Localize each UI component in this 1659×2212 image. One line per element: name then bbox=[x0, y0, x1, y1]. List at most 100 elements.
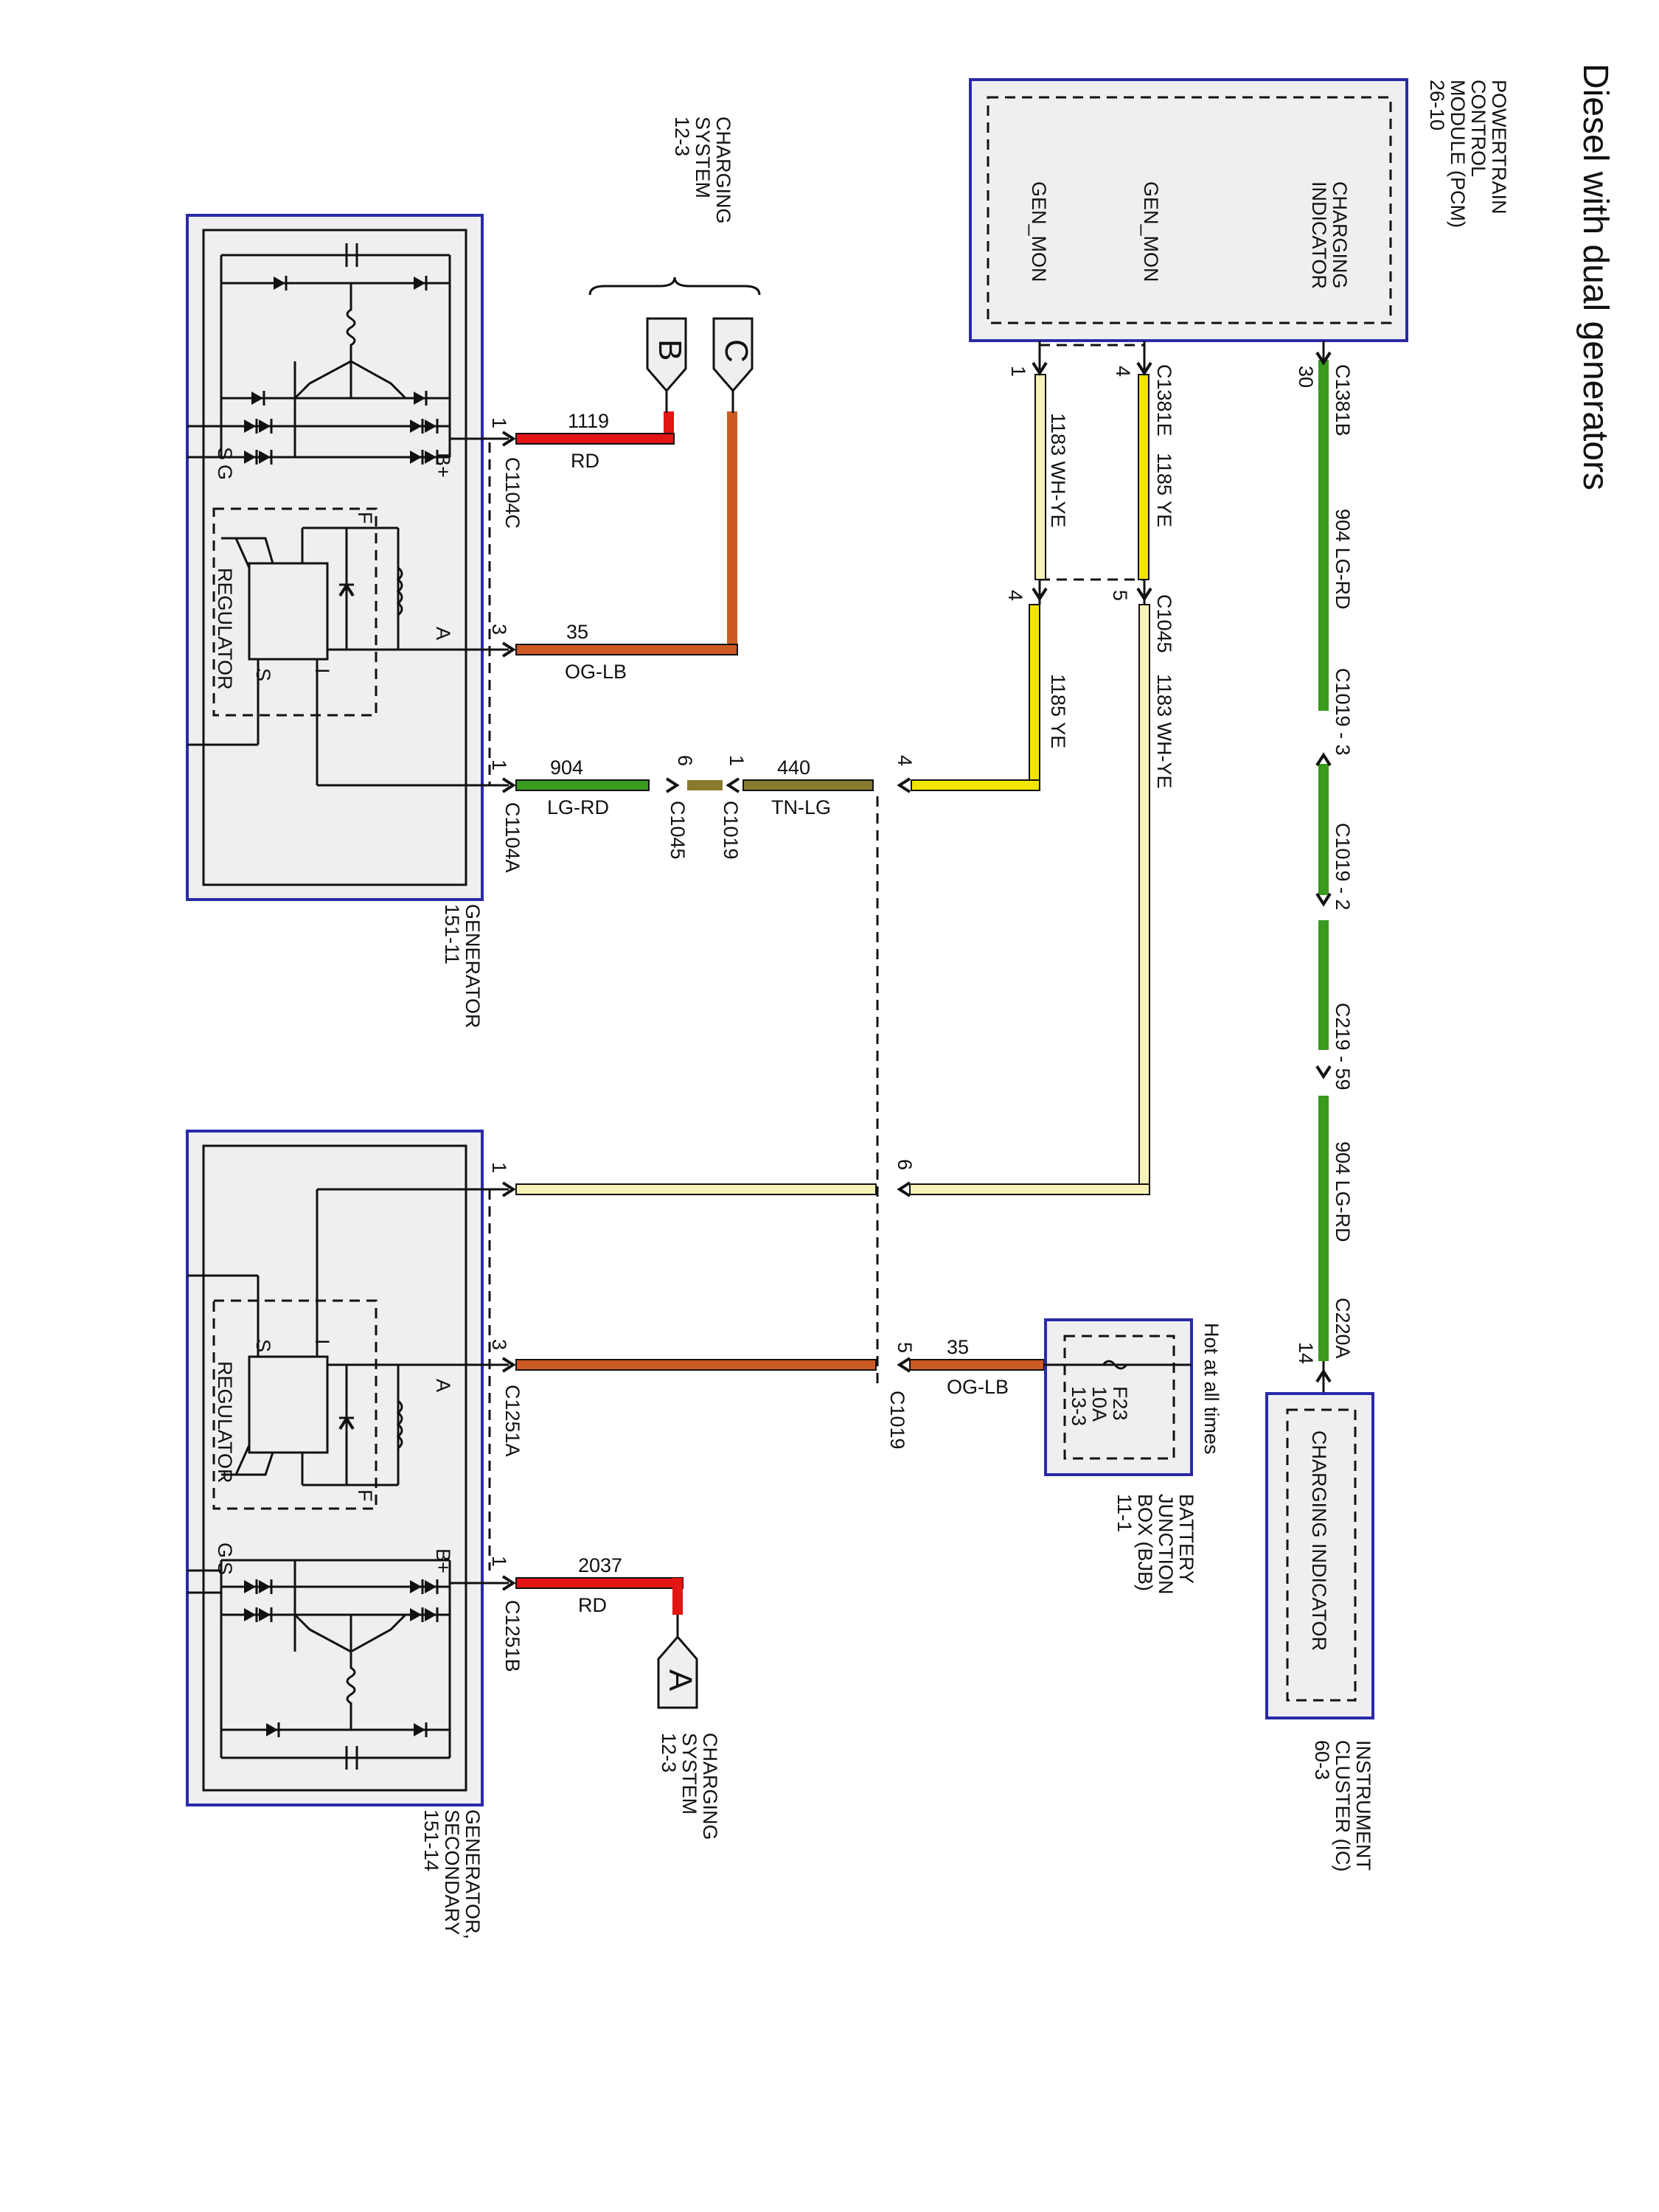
charging-system-top: B C CHARGING SYSTEM 12-3 bbox=[588, 116, 761, 413]
wire-label-1119-color: RD bbox=[571, 450, 599, 472]
pin-1: 1 bbox=[1007, 366, 1029, 377]
wire-label-35-color: OG-LB bbox=[565, 661, 627, 683]
cluster-name-3: 60-3 bbox=[1311, 1740, 1333, 1780]
generator-primary: REGULATOR B+ S G A S I F GENERATOR 151-1… bbox=[186, 214, 509, 1029]
gen2-terminal-g: G bbox=[214, 1543, 236, 1558]
gen1-terminal-a: A bbox=[432, 627, 454, 640]
gen2-pin-1b: 1 bbox=[488, 1556, 510, 1567]
wire-label-904-top: 904 LG-RD bbox=[1332, 509, 1354, 610]
connector-c1251b: C1251B bbox=[501, 1600, 524, 1672]
pcm-name-2: CONTROL bbox=[1467, 80, 1489, 177]
instrument-cluster: CHARGING INDICATOR INSTRUMENT CLUSTER (I… bbox=[1265, 1392, 1374, 1872]
connector-c1381b: C1381B bbox=[1332, 364, 1354, 437]
pcm-name-1: POWERTRAIN bbox=[1488, 80, 1510, 215]
bjb-fuse-3: 13-3 bbox=[1068, 1386, 1090, 1426]
wire-904-charging-indicator bbox=[1318, 360, 1329, 1361]
wire-label-904-bottom: 904 LG-RD bbox=[1332, 1141, 1354, 1242]
cluster-name-2: CLUSTER (IC) bbox=[1332, 1740, 1354, 1872]
connector-c1104a: C1104A bbox=[501, 802, 524, 873]
wire-label-904g: 904 bbox=[550, 757, 583, 779]
connector-c1019-lower: C1019 bbox=[886, 1391, 908, 1450]
connector-c1019-3: C1019 - 3 bbox=[1332, 668, 1354, 756]
page-title: Diesel with dual generators bbox=[1576, 63, 1615, 490]
cluster-inner-label: CHARGING INDICATOR bbox=[1308, 1430, 1330, 1651]
wire-label-440-color: TN-LG bbox=[771, 796, 831, 818]
wire-label-1183-wh-ye-a: 1183 WH-YE bbox=[1047, 413, 1069, 528]
pin-30: 30 bbox=[1295, 366, 1317, 388]
wire-label-35b-color: OG-LB bbox=[947, 1376, 1009, 1398]
wire-35-og-lb-gen2 bbox=[515, 1359, 1045, 1371]
wire-label-440: 440 bbox=[777, 757, 810, 779]
gen1-regulator-label: REGULATOR bbox=[214, 568, 236, 690]
charging-tag-b: B bbox=[652, 339, 688, 361]
charging-top-name-1: CHARGING bbox=[712, 116, 734, 224]
connector-c1045-bottom: C1045 bbox=[667, 801, 689, 860]
gen1-terminal-s: S bbox=[214, 447, 236, 460]
wire-label-2037-color: RD bbox=[578, 1594, 607, 1616]
pcm-pin-charging-indicator-2: INDICATOR bbox=[1308, 181, 1330, 289]
bjb-name-3: BOX (BJB) bbox=[1134, 1494, 1156, 1591]
pcm-pin-gen-mon-b: GEN_MON bbox=[1028, 181, 1050, 282]
bjb-fuse-2: 10A bbox=[1088, 1386, 1110, 1422]
gen1-pin-3: 3 bbox=[488, 624, 510, 635]
wire-440-tn-lg bbox=[742, 779, 874, 791]
gen2-terminal-b-plus: B+ bbox=[432, 1548, 454, 1573]
charging-bottom-name-2: SYSTEM bbox=[678, 1733, 700, 1815]
pcm-pin-gen-mon-a: GEN_MON bbox=[1140, 181, 1162, 282]
bjb-fuse-1: F23 bbox=[1109, 1386, 1131, 1421]
connector-c1104c: C1104C bbox=[501, 457, 524, 529]
pin-14: 14 bbox=[1295, 1342, 1317, 1364]
pin-6: 6 bbox=[674, 755, 696, 766]
connector-c1381e: C1381E bbox=[1153, 364, 1175, 437]
connector-c220a: C220A bbox=[1332, 1298, 1354, 1359]
wire-label-1119: 1119 bbox=[568, 410, 609, 432]
pcm-module: POWERTRAIN CONTROL MODULE (PCM) 26-10 CH… bbox=[969, 78, 1510, 342]
gen2-name-1: GENERATOR, bbox=[462, 1809, 484, 1939]
wire-35-og-lb-gen1 bbox=[515, 411, 738, 655]
pin-6b: 6 bbox=[894, 1159, 916, 1170]
gen1-pin-1: 1 bbox=[488, 417, 510, 428]
pin-4b: 4 bbox=[1004, 590, 1026, 601]
gen1-terminal-i: I bbox=[311, 668, 333, 674]
gen2-terminal-a: A bbox=[432, 1379, 454, 1392]
gen1-name-1: GENERATOR bbox=[462, 904, 484, 1029]
generator-secondary: REGULATOR B+ G S A S I F GENERATOR, SECO… bbox=[186, 1130, 509, 1939]
pin-5b: 5 bbox=[894, 1342, 916, 1353]
wire-label-2037: 2037 bbox=[578, 1554, 622, 1576]
gen1-terminal-b-plus: B+ bbox=[432, 453, 454, 478]
charging-system-bottom: A CHARGING SYSTEM 12-3 bbox=[657, 1615, 721, 1840]
bjb-name-4: 11-1 bbox=[1113, 1494, 1135, 1532]
gen1-terminal-f: F bbox=[354, 512, 376, 524]
connector-c1019-bottom: C1019 bbox=[720, 801, 742, 860]
charging-top-name-3: 12-3 bbox=[671, 116, 693, 156]
wire-904-lg-rd-gen bbox=[515, 779, 723, 791]
gen2-pin-1: 1 bbox=[488, 1162, 510, 1173]
cluster-name-1: INSTRUMENT bbox=[1352, 1740, 1374, 1871]
charging-bottom-name-1: CHARGING bbox=[699, 1733, 721, 1840]
connector-c1045-top: C1045 bbox=[1153, 594, 1175, 653]
gen2-regulator-label: REGULATOR bbox=[214, 1361, 236, 1484]
wire-label-35b: 35 bbox=[947, 1336, 969, 1358]
connector-c1251a: C1251A bbox=[501, 1385, 524, 1457]
gen2-terminal-s2: S bbox=[252, 1339, 274, 1352]
pin-4c: 4 bbox=[894, 755, 916, 766]
gen1-terminal-g: G bbox=[214, 465, 236, 480]
pin-5: 5 bbox=[1109, 590, 1131, 601]
pcm-name-4: 26-10 bbox=[1426, 80, 1448, 131]
wire-label-1185-ye-a: 1185 YE bbox=[1153, 453, 1175, 527]
charging-tag-a: A bbox=[662, 1669, 698, 1691]
gen2-terminal-f: F bbox=[354, 1489, 376, 1502]
gen2-terminal-i: I bbox=[311, 1339, 333, 1345]
battery-junction-box: F23 10A 13-3 Hot at all times BATTERY JU… bbox=[1044, 1318, 1222, 1595]
gen2-name-3: 151-14 bbox=[420, 1809, 442, 1871]
wire-label-35: 35 bbox=[566, 621, 588, 643]
gen1-name-2: 151-11 bbox=[441, 904, 463, 964]
pin-1c: 1 bbox=[726, 755, 748, 766]
charging-top-name-2: SYSTEM bbox=[692, 116, 714, 198]
charging-bottom-name-3: 12-3 bbox=[658, 1733, 680, 1773]
gen2-pin-3: 3 bbox=[488, 1339, 510, 1350]
pin-4: 4 bbox=[1112, 366, 1134, 377]
wire-label-1185-ye-b: 1185 YE bbox=[1047, 674, 1069, 748]
gen1-pin-1b: 1 bbox=[488, 759, 510, 771]
